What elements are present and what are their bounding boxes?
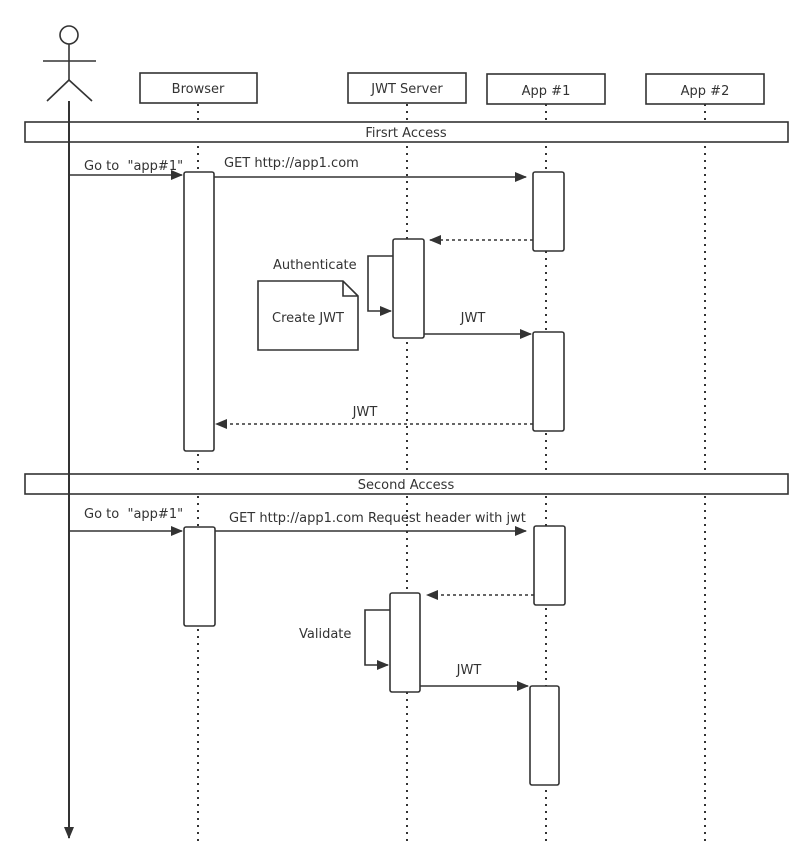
participant-app1-label: App #1 [522,84,571,99]
msg-second-get-label: GET http://app1.com Request header with … [229,511,526,526]
section-first-access-bar [24,121,789,143]
actor-icon [43,25,96,102]
app1-activation-4 [529,685,560,786]
app1-participant-box [486,73,606,105]
jwt-server-activation-1 [392,238,425,339]
browser-participant-box [139,72,258,104]
section-second-access-bar [24,473,789,495]
create-jwt-note-label: Create JWT [272,311,344,326]
participant-browser-label: Browser [172,82,225,97]
app1-activation-1 [532,171,565,252]
jwt-server-activation-2 [389,592,421,693]
msg-first-get-label: GET http://app1.com [224,156,359,171]
authenticate-label: Authenticate [273,258,357,273]
msg-second-jwt-to-app-label: JWT [456,663,482,678]
validate-self-loop [364,609,390,670]
msg-first-jwt-to-browser-label: JWT [352,405,378,420]
app1-activation-2 [532,331,565,432]
jwt-server-participant-box [347,72,467,104]
participant-app2-label: App #2 [681,84,730,99]
section-second-access-label: Second Access [358,478,455,493]
app2-participant-box [645,73,765,105]
msg-first-goto-label: Go to "app#1" [84,159,183,174]
participant-jwt-server-label: JWT Server [370,82,443,97]
browser-activation-2 [183,526,216,627]
section-first-access-label: Firsrt Access [365,126,447,141]
msg-second-goto-label: Go to "app#1" [84,507,183,522]
create-jwt-note [257,280,359,351]
validate-label: Validate [299,627,351,642]
msg-first-jwt-to-app-label: JWT [460,311,486,326]
browser-activation-1 [183,171,215,452]
authenticate-self-loop [367,255,393,316]
app1-activation-3 [533,525,566,606]
